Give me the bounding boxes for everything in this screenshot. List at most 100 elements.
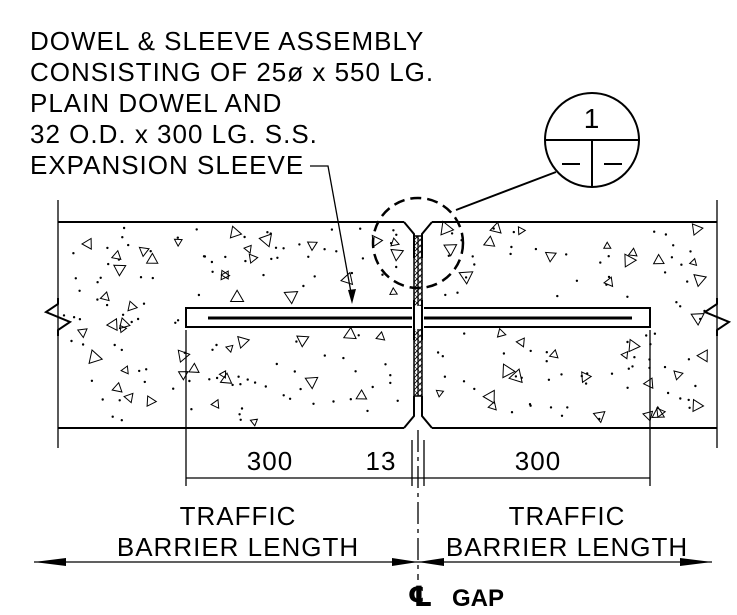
aggregate-triangle — [581, 371, 593, 384]
aggregate-triangle — [656, 407, 667, 419]
aggregate-dot — [670, 256, 674, 259]
aggregate-dot — [282, 247, 285, 250]
dimensions: 300 13 300 — [185, 330, 651, 486]
aggregate-dot — [354, 370, 357, 373]
aggregate-dot — [78, 289, 81, 292]
aggregate-dot — [444, 293, 447, 297]
aggregate-dot — [509, 252, 512, 256]
aggregate-dot — [138, 369, 141, 373]
aggregate-triangle — [210, 398, 220, 410]
aggregate-dot — [215, 376, 219, 380]
aggregate-triangle — [123, 392, 134, 404]
aggregate-dot — [520, 376, 523, 379]
aggregate-dot — [556, 294, 559, 298]
aggregate-dot — [687, 398, 690, 402]
aggregate-dot — [545, 360, 548, 363]
aggregate-dot — [436, 351, 440, 354]
aggregate-triangle — [145, 252, 159, 264]
aggregate-triangle — [306, 241, 318, 252]
aggregate-triangle — [127, 300, 139, 312]
aggregate-triangle — [173, 238, 183, 248]
aggregate-triangle — [435, 389, 445, 398]
aggregate-triangle — [502, 363, 516, 379]
aggregate-dot — [101, 398, 104, 401]
aggregate-dot — [565, 253, 568, 256]
aggregate-triangle — [688, 257, 698, 267]
aggregate-dot — [113, 343, 116, 347]
aggregate-triangle — [296, 335, 310, 348]
aggregate-dot — [183, 351, 187, 354]
aggregate-dot — [139, 276, 143, 279]
note-line-3: PLAIN DOWEL AND — [30, 88, 282, 118]
aggregate-triangle — [652, 253, 665, 265]
aggregate-dot — [270, 257, 273, 261]
aggregate-triangle — [592, 410, 606, 424]
aggregate-dot — [703, 309, 706, 313]
aggregate-triangle — [340, 271, 354, 286]
aggregate-dot — [502, 352, 506, 355]
aggregate-dot — [246, 378, 249, 381]
aggregate-triangle — [517, 225, 527, 236]
assembly-note: DOWEL & SLEEVE ASSEMBLY CONSISTING OF 25… — [30, 26, 433, 180]
aggregate-dot — [211, 348, 214, 351]
aggregate-dot — [512, 230, 515, 234]
left-barrier-line-2: BARRIER LENGTH — [117, 532, 359, 562]
aggregate-triangle — [489, 221, 502, 234]
aggregate-triangle — [304, 376, 319, 390]
aggregate-dot — [528, 403, 532, 406]
aggregate-triangle — [342, 326, 357, 340]
aggregate-triangle — [602, 241, 612, 249]
aggregate-dot — [510, 245, 513, 249]
aggregate-dot — [78, 318, 82, 321]
aggregate-dot — [473, 387, 476, 391]
aggregate-triangle — [693, 274, 708, 288]
aggregate-triangle — [624, 253, 638, 268]
aggregate-dot — [350, 271, 354, 275]
aggregate-dot — [335, 250, 338, 253]
aggregate-dot — [307, 255, 310, 258]
aggregate-dot — [130, 320, 133, 324]
aggregate-triangle — [237, 335, 251, 350]
aggregate-dot — [211, 270, 214, 273]
aggregate-dot — [145, 368, 148, 371]
centerline-gap-label: ℄ GAP — [407, 581, 504, 612]
barrier-length-dimension: TRAFFIC BARRIER LENGTH TRAFFIC BARRIER L… — [34, 501, 712, 566]
aggregate-dot — [663, 271, 667, 274]
aggregate-triangle — [138, 246, 150, 258]
aggregate-triangle — [219, 372, 233, 384]
aggregate-dot — [566, 406, 569, 409]
aggregate-dot — [323, 354, 326, 357]
aggregate-dot — [96, 281, 99, 284]
aggregate-dot — [599, 261, 602, 264]
aggregate-triangle — [224, 344, 234, 354]
aggregate-dot — [471, 255, 474, 258]
aggregate-dot — [492, 227, 495, 230]
aggregate-dot — [631, 365, 634, 368]
aggregate-dot — [680, 263, 683, 266]
aggregate-dot — [275, 362, 278, 366]
aggregate-triangle — [146, 395, 158, 408]
aggregate-dot — [313, 275, 316, 278]
aggregate-dot — [396, 399, 399, 402]
aggregate-triangle — [283, 291, 299, 305]
aggregate-triangle — [229, 289, 245, 302]
dimension-right: 300 — [515, 446, 561, 476]
aggregate-dot — [699, 317, 702, 321]
aggregate-triangle — [120, 365, 129, 375]
aggregate-dot — [136, 317, 140, 321]
aggregate-dot — [626, 295, 629, 298]
aggregate-dot — [243, 235, 246, 239]
aggregate-dot — [195, 228, 198, 231]
aggregate-dot — [215, 343, 218, 347]
aggregate-dot — [359, 227, 362, 230]
aggregate-dot — [274, 246, 278, 250]
aggregate-dot — [239, 418, 242, 421]
aggregate-triangle — [458, 271, 474, 285]
aggregate-dot — [672, 244, 675, 247]
detail-number: 1 — [584, 103, 601, 134]
aggregate-triangle — [642, 377, 654, 390]
aggregate-triangle — [487, 400, 497, 411]
aggregate-dot — [151, 276, 155, 280]
aggregate-triangle — [229, 225, 243, 239]
